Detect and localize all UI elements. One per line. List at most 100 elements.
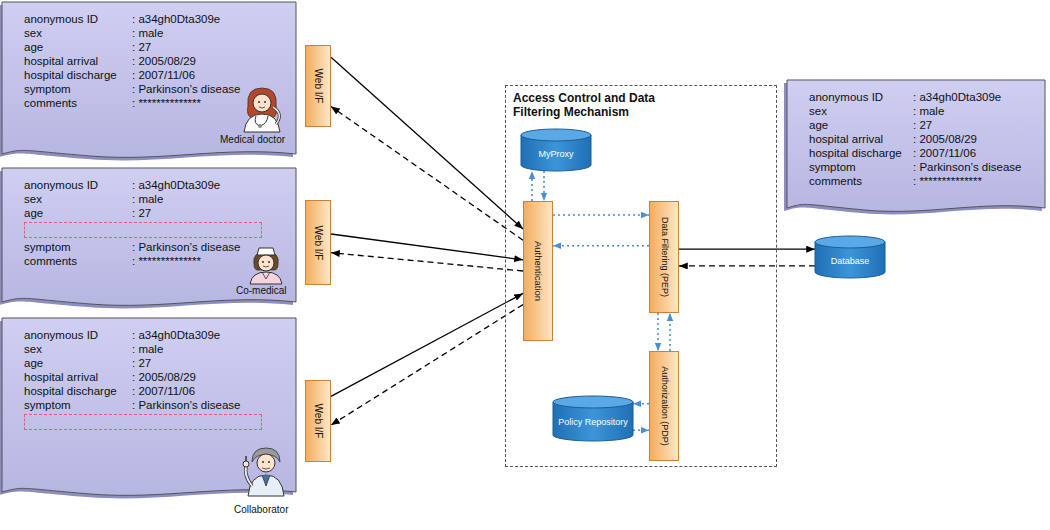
field-name: anonymous ID: [24, 12, 132, 26]
connector-arrow: [543, 171, 545, 201]
web-interface: Web I/F: [305, 380, 331, 462]
doctor-figure: [244, 88, 280, 132]
database-cylinder: Database: [815, 236, 885, 278]
field-value: : 27: [132, 206, 288, 220]
field-value: : 2005/08/29: [913, 132, 1037, 146]
connector-arrow: [531, 171, 533, 201]
field-value: : male: [132, 342, 288, 356]
field-name: anonymous ID: [24, 328, 132, 342]
field-value: : Parkinson’s disease: [132, 398, 288, 412]
box-label: Authentication: [533, 206, 543, 336]
field-name: hospital arrival: [24, 54, 132, 68]
field-name: anonymous ID: [24, 178, 132, 192]
connector-arrow: [633, 403, 649, 405]
process-box: Data Filtering (PEP): [649, 201, 679, 313]
field-value: : a34gh0Dta309e: [132, 12, 288, 26]
record-document: anonymous ID: a34gh0Dta309esex: maleage:…: [2, 318, 296, 498]
field-name: age: [809, 118, 913, 132]
field-value: : 2005/08/29: [132, 370, 288, 384]
role-label: Collaborator: [234, 504, 288, 515]
field-name: hospital discharge: [809, 146, 913, 160]
field-list: anonymous ID: a34gh0Dta309esex: maleage:…: [787, 80, 1045, 188]
connector-arrow: [679, 249, 815, 250]
process-box: Authorization (PDP): [649, 351, 679, 461]
web-interface: Web I/F: [305, 45, 331, 127]
field-value: : 27: [132, 40, 288, 54]
box-label: Web I/F: [313, 205, 324, 280]
connector-arrow: [657, 313, 659, 351]
record-document: anonymous ID: a34gh0Dta309esex: maleage:…: [787, 80, 1045, 214]
field-value: : male: [132, 26, 288, 40]
field-value: : male: [132, 192, 288, 206]
field-value: : Parkinson’s disease: [913, 160, 1037, 174]
field-list: anonymous ID: a34gh0Dta309esex: maleage:…: [2, 318, 296, 432]
field-value: : 2007/11/06: [132, 68, 288, 82]
field-name: hospital arrival: [24, 370, 132, 384]
field-value: : a34gh0Dta309e: [913, 90, 1037, 104]
connector-arrow: [331, 253, 523, 271]
role-label: Medical doctor: [220, 134, 285, 145]
field-name: symptom: [24, 240, 132, 254]
hidden-field-mask: [24, 222, 262, 238]
connector-arrow: [331, 107, 523, 241]
connector-arrow: [331, 57, 523, 229]
field-name: sex: [24, 26, 132, 40]
co-medical-figure: [250, 248, 282, 284]
field-name: age: [24, 206, 132, 220]
connector-arrow: [669, 313, 671, 351]
hidden-field-mask: [24, 414, 262, 430]
field-name: comments: [809, 174, 913, 188]
field-name: symptom: [809, 160, 913, 174]
field-name: symptom: [24, 398, 132, 412]
field-value: : **************: [132, 254, 288, 268]
process-box: Authentication: [523, 201, 553, 341]
group-title: Access Control and Data Filtering Mechan…: [506, 86, 695, 124]
role-label: Co-medical: [236, 285, 287, 296]
field-name: comments: [24, 96, 132, 110]
field-value: : **************: [132, 96, 288, 110]
field-name: age: [24, 40, 132, 54]
field-value: : 27: [132, 356, 288, 370]
field-value: : a34gh0Dta309e: [132, 328, 288, 342]
connector-arrow: [331, 305, 523, 426]
connector-arrow: [553, 214, 649, 216]
field-value: : Parkinson’s disease: [132, 82, 288, 96]
field-name: age: [24, 356, 132, 370]
box-label: Web I/F: [313, 50, 324, 122]
mechanism-group: Access Control and Data Filtering Mechan…: [505, 85, 777, 467]
field-name: hospital discharge: [24, 68, 132, 82]
database-cylinder: MyProxy: [521, 129, 591, 171]
web-interface: Web I/F: [305, 200, 331, 285]
field-name: sex: [24, 192, 132, 206]
field-value: : male: [913, 104, 1037, 118]
field-name: sex: [24, 342, 132, 356]
field-value: : 2007/11/06: [132, 384, 288, 398]
field-list: anonymous ID: a34gh0Dta309esex: maleage:…: [2, 2, 296, 110]
box-label: Web I/F: [313, 385, 324, 457]
field-value: : Parkinson’s disease: [132, 240, 288, 254]
field-value: : a34gh0Dta309e: [132, 178, 288, 192]
store-label: Database: [831, 256, 870, 266]
store-label: MyProxy: [538, 149, 573, 159]
connector-arrow: [679, 265, 815, 266]
field-name: hospital discharge: [24, 384, 132, 398]
field-value: : **************: [913, 174, 1037, 188]
field-value: : 2005/08/29: [132, 54, 288, 68]
field-value: : 27: [913, 118, 1037, 132]
field-name: symptom: [24, 82, 132, 96]
box-label: Data Filtering (PEP): [659, 206, 669, 308]
connector-arrow: [553, 245, 649, 247]
connector-arrow: [633, 429, 649, 431]
connector-arrow: [331, 293, 523, 396]
field-name: sex: [809, 104, 913, 118]
field-value: : 2007/11/06: [913, 146, 1037, 160]
field-name: hospital arrival: [809, 132, 913, 146]
field-name: comments: [24, 254, 132, 268]
database-cylinder: Policy Repository: [553, 396, 633, 441]
field-list: anonymous ID: a34gh0Dta309esex: maleage:…: [2, 168, 296, 268]
box-label: Authorization (PDP): [659, 356, 669, 456]
store-label: Policy Repository: [558, 417, 628, 427]
collaborator-figure: [243, 448, 284, 496]
field-name: anonymous ID: [809, 90, 913, 104]
